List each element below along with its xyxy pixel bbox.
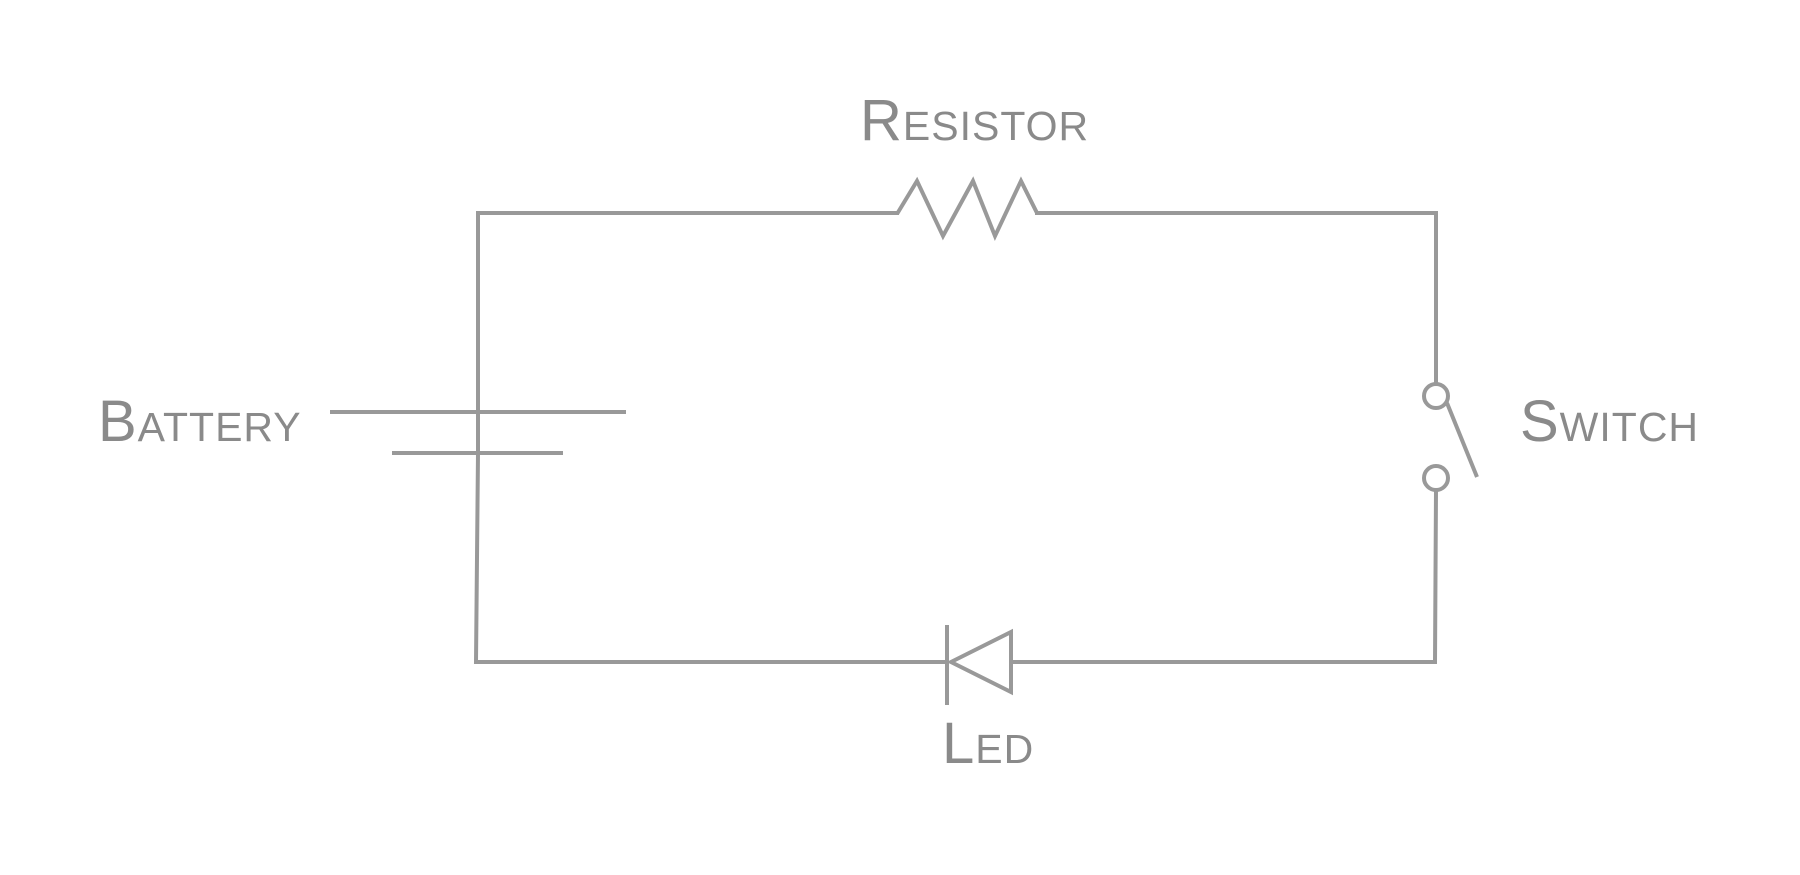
led-triangle xyxy=(946,628,1013,696)
wire-led-to-switch xyxy=(1011,489,1438,664)
battery-label: Battery xyxy=(98,389,302,454)
wire-resistor-to-switch xyxy=(1035,211,1438,384)
resistor-label: Resistor xyxy=(860,88,1090,153)
wire-battery-to-led xyxy=(473,452,947,664)
switch-top-terminal xyxy=(1422,382,1450,410)
switch-lever xyxy=(1445,402,1479,478)
wire-battery-to-resistor xyxy=(476,211,899,453)
led-label: Led xyxy=(942,711,1035,776)
resistor-symbol xyxy=(895,176,1039,242)
switch-bottom-terminal xyxy=(1422,464,1450,492)
switch-label: Switch xyxy=(1520,389,1700,454)
